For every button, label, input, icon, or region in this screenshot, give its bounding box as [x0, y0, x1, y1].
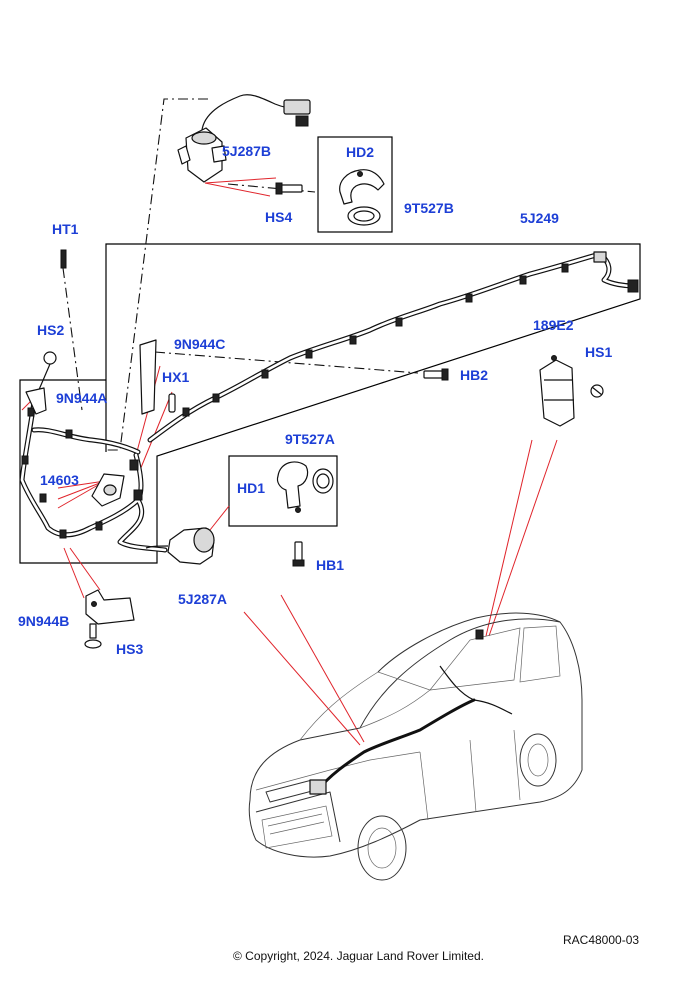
label-5j287b: 5J287B	[222, 143, 271, 159]
copyright-notice: © Copyright, 2024. Jaguar Land Rover Lim…	[233, 949, 484, 963]
callout-frames	[19, 136, 641, 564]
label-9t527a: 9T527A	[285, 431, 335, 447]
part-9n944b-bracket	[85, 589, 135, 625]
part-5j287b-pump	[177, 94, 311, 183]
label-ht1: HT1	[52, 221, 79, 237]
part-9t527b-seal	[347, 206, 381, 226]
red-leader-lines	[21, 177, 558, 746]
part-9n944a-bracket	[25, 387, 47, 415]
label-hs2: HS2	[37, 322, 64, 338]
part-hb2-bolt	[423, 368, 449, 381]
part-hs2-stud	[37, 351, 57, 393]
label-9n944b: 9N944B	[18, 613, 69, 629]
part-9t527a-seal	[312, 468, 334, 494]
part-hd2-bracket	[339, 169, 385, 205]
label-hx1: HX1	[162, 369, 189, 385]
label-hb2: HB2	[460, 367, 488, 383]
label-9n944a: 9N944A	[56, 390, 107, 406]
label-9t527b: 9T527B	[404, 200, 454, 216]
label-14603: 14603	[40, 472, 79, 488]
label-5j249: 5J249	[520, 210, 559, 226]
part-hs1-screw	[590, 384, 604, 398]
part-5j287a-pump	[145, 527, 215, 565]
part-hx1	[168, 393, 176, 413]
part-ht1-stud	[60, 249, 67, 269]
label-5j287a: 5J287A	[178, 591, 227, 607]
part-hs3-screw	[84, 623, 102, 649]
part-14603-grommet	[91, 473, 125, 507]
callout-labels: 5J287B HD2 HS4 9T527B 5J249 HT1 HS2 9N94…	[18, 143, 612, 657]
label-hd1: HD1	[237, 480, 265, 496]
label-9n944c: 9N944C	[174, 336, 225, 352]
harness-left-loop	[19, 399, 168, 553]
part-hs4-bolt	[275, 182, 303, 195]
label-hs4: HS4	[265, 209, 292, 225]
part-189e2-reservoir	[539, 355, 575, 427]
reference-code: RAC48000-03	[563, 933, 640, 947]
dash-dot-leaders	[62, 98, 419, 451]
label-189e2: 189E2	[533, 317, 574, 333]
harness-5j249	[147, 251, 639, 443]
label-hs3: HS3	[116, 641, 143, 657]
label-hs1: HS1	[585, 344, 612, 360]
vehicle-illustration	[248, 612, 583, 881]
part-hb1-bolt	[292, 541, 305, 567]
part-9n944c-bracket	[139, 339, 157, 415]
part-hd1-bracket	[276, 461, 309, 513]
label-hd2: HD2	[346, 144, 374, 160]
label-hb1: HB1	[316, 557, 344, 573]
